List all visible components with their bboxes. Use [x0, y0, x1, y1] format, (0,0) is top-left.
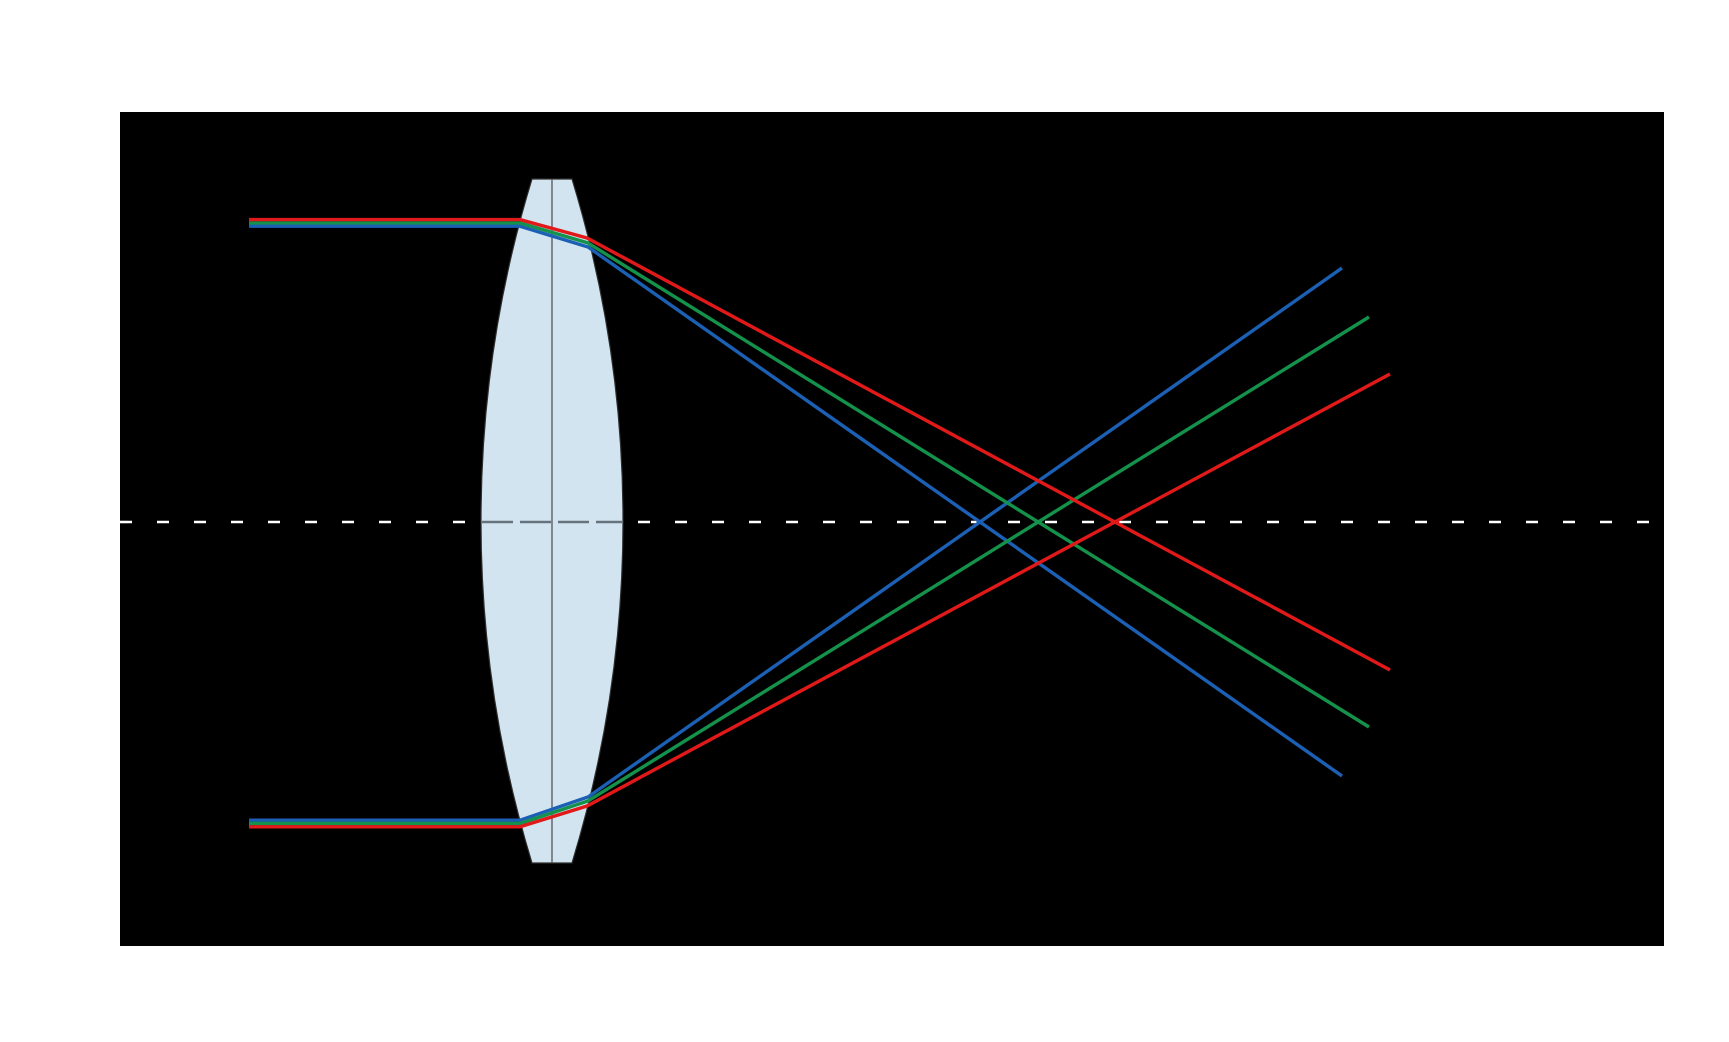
blue-ray-bottom	[249, 266, 1343, 822]
green-ray-top	[249, 221, 1370, 729]
blue-ray-top	[249, 224, 1343, 778]
red-ray-bottom	[249, 372, 1391, 829]
chromatic-aberration-diagram	[120, 178, 1664, 864]
ray-diagram-panel	[120, 112, 1664, 946]
red-ray-top	[249, 217, 1391, 672]
green-ray-bottom	[249, 315, 1370, 826]
